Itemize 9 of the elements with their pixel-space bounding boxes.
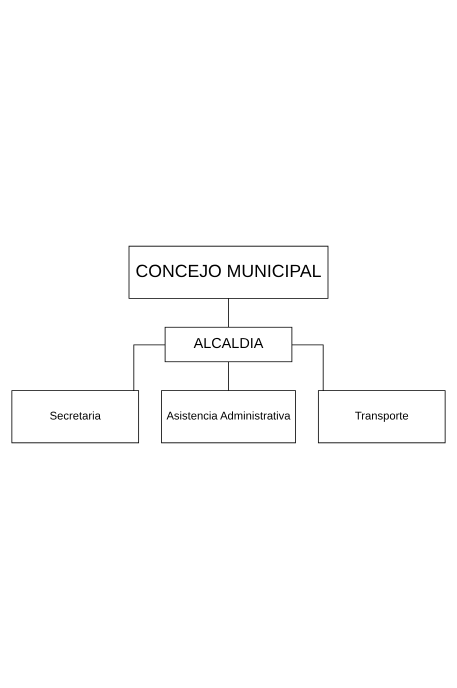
node-box: CONCEJO MUNICIPAL — [128, 245, 328, 298]
connector — [228, 361, 229, 390]
node-box: Asistencia Administrativa — [161, 390, 296, 443]
connector — [228, 298, 229, 328]
node-box: Secretaria — [11, 390, 140, 443]
connector — [133, 344, 166, 390]
node-box: Transporte — [318, 390, 446, 443]
connector — [292, 344, 324, 390]
node-box: ALCALDIA — [164, 326, 292, 362]
